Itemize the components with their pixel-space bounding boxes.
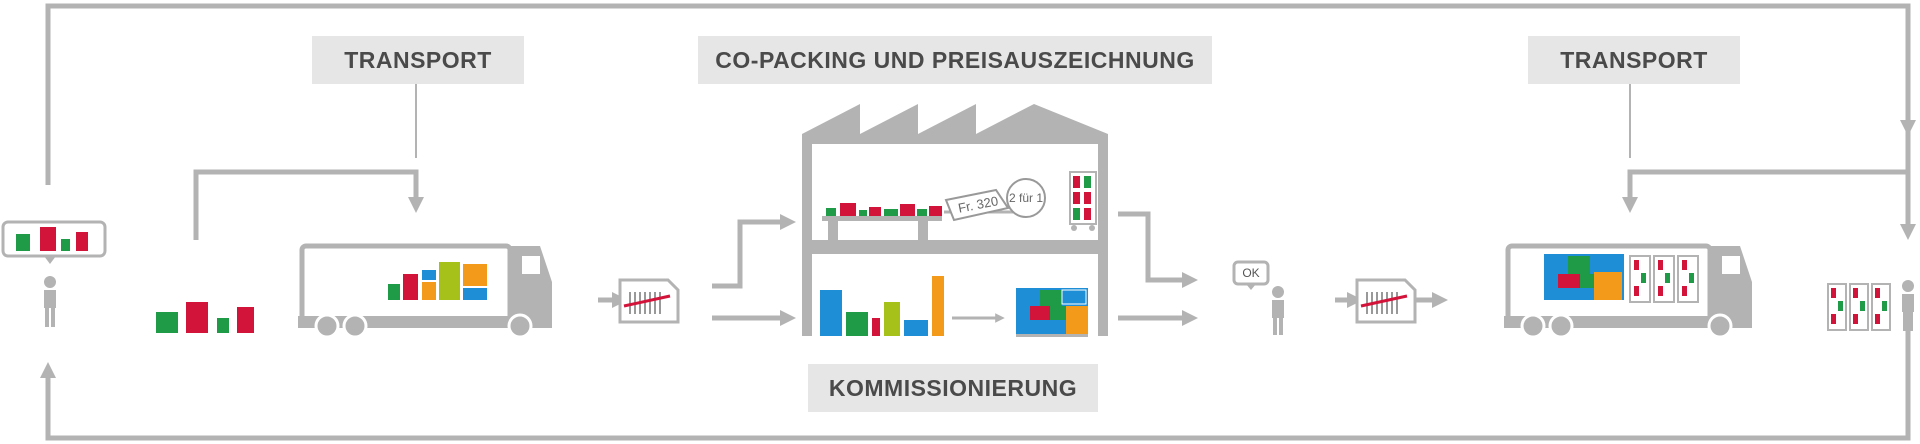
orange-stack bbox=[932, 276, 944, 336]
ok-bubble-text: OK bbox=[1242, 266, 1260, 280]
label-transport-right: TRANSPORT bbox=[1528, 36, 1740, 84]
split-arrow-up bbox=[712, 213, 797, 289]
promo-tag-shape bbox=[1006, 178, 1046, 218]
shelf-icon-upper bbox=[1069, 171, 1097, 231]
top-loop-line bbox=[45, 3, 1917, 185]
label-kommissionierung: KOMMISSIONIERUNG bbox=[808, 364, 1098, 412]
merge-arrow-upper bbox=[1118, 211, 1199, 289]
pallet-icon-warehouse bbox=[1016, 288, 1088, 337]
goods-left bbox=[156, 302, 254, 333]
shelves-right bbox=[1827, 283, 1891, 331]
outer-loop-arrows bbox=[39, 3, 1917, 441]
left-truck-bracket-arrow bbox=[193, 169, 425, 240]
label-transport-left: TRANSPORT bbox=[312, 36, 524, 84]
warehouse-icon bbox=[802, 104, 1108, 337]
person-icon-ok bbox=[1232, 260, 1284, 335]
truck-icon-left bbox=[298, 243, 552, 339]
bottom-loop-line bbox=[39, 305, 1911, 441]
document-icon-right bbox=[1355, 278, 1417, 324]
document-icon-left bbox=[618, 278, 680, 324]
label-co-packing: CO-PACKING UND PREISAUSZEICHNUNG bbox=[698, 36, 1212, 84]
shelf-icon-truck bbox=[1629, 255, 1699, 303]
person-icon-right bbox=[1902, 280, 1914, 331]
right-truck-bracket-arrow bbox=[1621, 169, 1908, 214]
price-tag-shape bbox=[944, 188, 1010, 222]
truck-icon-right bbox=[1504, 243, 1752, 339]
person-icon-left bbox=[1, 220, 107, 327]
promo-tag-text: 2 für 1 bbox=[1008, 191, 1044, 205]
